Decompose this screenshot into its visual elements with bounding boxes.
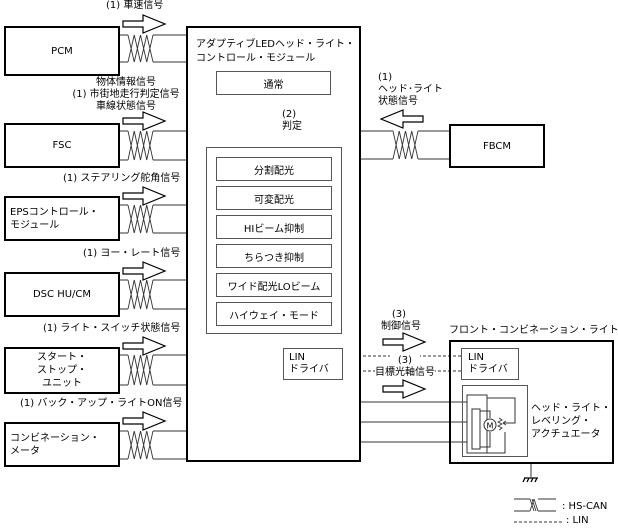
- dsc-module: DSC HU/CM: [4, 272, 120, 317]
- function-split-light: 分割配光: [216, 157, 332, 181]
- dsc-can-arrow: [122, 261, 167, 281]
- function-label: ワイド配光LOビーム: [227, 281, 321, 293]
- leveling-actuator-label: ヘッド・ライト・ レベリング・ アクチュエータ: [531, 403, 611, 440]
- signal-label-steering: (1) ステアリング舵角信号: [63, 173, 181, 184]
- start-stop-can-arrow: [122, 336, 167, 356]
- pcm-label: PCM: [51, 45, 73, 57]
- ground-icon: [522, 477, 538, 483]
- start-stop-can-twist: [127, 354, 154, 386]
- start-stop-label: スタート・ ストップ・ ユニット: [37, 352, 87, 389]
- fsc-can-arrow: [122, 111, 167, 131]
- function-highway-mode: ハイウェイ・モード: [216, 302, 332, 326]
- potentiometer-icon: [496, 417, 504, 431]
- legend-lin-label: : LIN: [566, 515, 589, 526]
- control-signal-label: 制御信号: [381, 321, 421, 332]
- control-signal-number: (3): [391, 309, 407, 320]
- meter-can-arrow: [122, 411, 167, 431]
- function-wide-lo-beam: ワイド配光LOビーム: [216, 273, 332, 297]
- dsc-label: DSC HU/CM: [32, 289, 92, 300]
- signal-label-backup-light: (1) バック・アップ・ライトON信号: [20, 398, 183, 409]
- fbcm-can-wires: [360, 130, 449, 160]
- motor-symbol-label: M: [487, 422, 494, 431]
- signal-label-yaw-rate: (1) ヨー・レート信号: [83, 248, 181, 259]
- fsc-can-wires: [120, 130, 187, 161]
- legend-hs-can-label: : HS-CAN: [562, 501, 608, 512]
- main-lin-driver-label: LIN ドライバ: [289, 352, 329, 375]
- signal-label-headlight-status: (1) ヘッド･ライト 状態信号: [378, 72, 443, 108]
- function-flicker-suppress: ちらつき抑制: [216, 244, 332, 268]
- pcm-can-arrow: [122, 14, 167, 34]
- function-label: HIビーム抑制: [243, 223, 305, 235]
- fsc-label: FSC: [52, 140, 72, 151]
- function-label: ちらつき抑制: [244, 252, 304, 264]
- pcm-module: PCM: [4, 26, 120, 76]
- main-module-title-line1: アダプティブLEDヘッド・ライト・: [196, 39, 355, 50]
- start-stop-can-wires: [120, 354, 187, 386]
- front-combination-light: [449, 340, 614, 464]
- fbcm-arrow: [379, 109, 424, 129]
- headlight-status-text: (1) ヘッド･ライト 状態信号: [378, 72, 443, 107]
- motor-icon: [483, 418, 497, 432]
- function-hi-beam-suppress: HIビーム抑制: [216, 215, 332, 239]
- fbcm-label: FBCM: [482, 140, 512, 152]
- signal-label-fsc: 物体情報信号 (1) 市街地走行判定信号 車線状態信号: [72, 77, 180, 112]
- function-label: 分割配光: [254, 165, 294, 177]
- potentiometer-wiper-icon: [502, 420, 509, 426]
- function-variable-light: 可変配光: [216, 186, 332, 210]
- main-module-title-line2: コントロール・モジュール: [196, 53, 316, 64]
- function-label: 可変配光: [254, 194, 294, 206]
- legend-hs-can-twist-icon: [529, 498, 539, 512]
- fbcm-can-twist: [392, 130, 419, 160]
- signal-label-light-switch: (1) ライト・スイッチ状態信号: [43, 323, 181, 334]
- target-signal-arrow: [382, 379, 427, 399]
- dsc-can-twist: [127, 279, 154, 310]
- light-lin-driver-label: LIN ドライバ: [468, 352, 508, 375]
- leveling-actuator-housing: [462, 385, 528, 457]
- eps-module: EPSコントロール・ モジュール: [4, 196, 120, 241]
- actuator-wiring: [480, 397, 516, 454]
- normal-mode-box: 通常: [216, 71, 331, 95]
- meter-can-twist: [127, 430, 154, 460]
- front-combination-light-title: フロント・コンビネーション・ライト: [449, 325, 618, 336]
- fsc-module: FSC: [4, 123, 120, 168]
- function-label: ハイウェイ・モード: [229, 310, 319, 322]
- fbcm-module: FBCM: [449, 124, 545, 168]
- eps-label: EPSコントロール・ モジュール: [10, 206, 99, 231]
- normal-mode-label: 通常: [263, 79, 284, 91]
- target-signal-label: 目標光軸信号: [375, 367, 435, 379]
- control-signal-arrow: [382, 332, 427, 352]
- eps-can-wires: [120, 204, 187, 234]
- function-group: [206, 147, 342, 334]
- legend-hs-can-wires: [514, 498, 556, 512]
- fsc-can-twist: [127, 130, 154, 161]
- dsc-can-wires: [120, 279, 187, 310]
- actuator-inner-block: [471, 408, 481, 450]
- start-stop-unit: スタート・ ストップ・ ユニット: [4, 347, 120, 394]
- pcm-can-twist: [127, 34, 154, 63]
- main-lin-driver: LIN ドライバ: [283, 348, 343, 380]
- combination-meter: コンビネーション・ メータ: [4, 422, 120, 467]
- meter-can-wires: [120, 430, 187, 460]
- eps-can-twist: [127, 204, 154, 234]
- combination-meter-label: コンビネーション・ メータ: [10, 432, 100, 457]
- judgement-label: (2) 判定: [282, 109, 302, 132]
- pcm-can-wires: [120, 34, 187, 63]
- light-lin-driver: LIN ドライバ: [461, 348, 519, 380]
- eps-can-arrow: [122, 186, 167, 206]
- signal-label-vehicle-speed: (1) 車速信号: [106, 0, 164, 11]
- target-signal-number: (3): [390, 355, 420, 367]
